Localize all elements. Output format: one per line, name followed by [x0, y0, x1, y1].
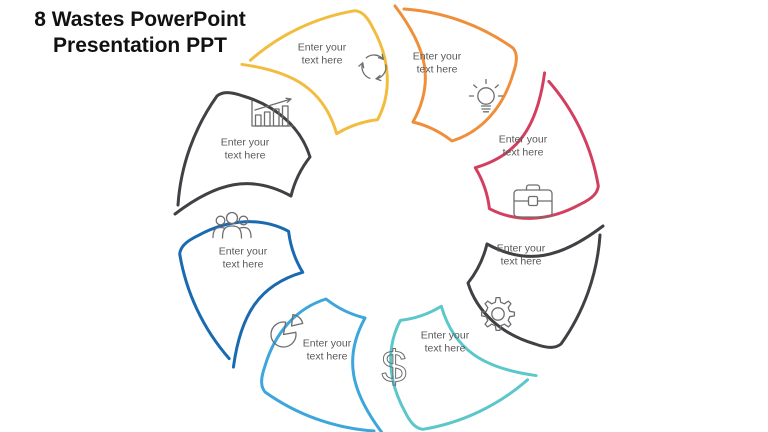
segment-outline-step-8 [173, 91, 312, 216]
placeholder-line1: Enter your [420, 329, 470, 342]
bar-chart-icon [251, 97, 294, 127]
slide-title: 8 Wastes PowerPoint Presentation PPT [34, 8, 246, 57]
segment-outline-step-5 [389, 304, 538, 431]
placeholder-line1: Enter your [496, 242, 546, 255]
segment-outline-step-3 [473, 71, 600, 220]
lightbulb-icon [468, 78, 504, 113]
svg-text:$: $ [381, 341, 406, 392]
placeholder-line2: text here [424, 342, 466, 354]
segment-outline-step-1 [240, 9, 389, 136]
placeholder-line2: text here [224, 149, 266, 161]
placeholder-line1: Enter your [218, 245, 268, 258]
placeholder-line2: text here [306, 350, 348, 362]
segment-outline-step-6 [260, 297, 384, 432]
placeholder-line2: text here [301, 54, 343, 66]
pie-chart-icon [270, 313, 304, 348]
placeholder-line1: Enter your [297, 41, 347, 54]
placeholder-line1: Enter your [498, 133, 548, 146]
segment-outline-step-4 [466, 224, 605, 349]
placeholder-line2: text here [416, 63, 458, 75]
segment-outline-step-2 [393, 4, 518, 143]
segment-outline-step-7 [178, 220, 305, 369]
placeholder-line2: text here [500, 255, 542, 267]
placeholder-line1: Enter your [302, 337, 352, 350]
recycle-icon [358, 53, 387, 82]
placeholder-line2: text here [502, 146, 544, 158]
gear-icon [480, 296, 516, 332]
placeholder-line1: Enter your [412, 50, 462, 63]
placeholder-line1: Enter your [220, 136, 270, 149]
dollar-icon: $ [381, 341, 407, 393]
placeholder-line2: text here [222, 258, 264, 270]
briefcase-icon [513, 184, 553, 218]
people-icon [212, 211, 252, 239]
